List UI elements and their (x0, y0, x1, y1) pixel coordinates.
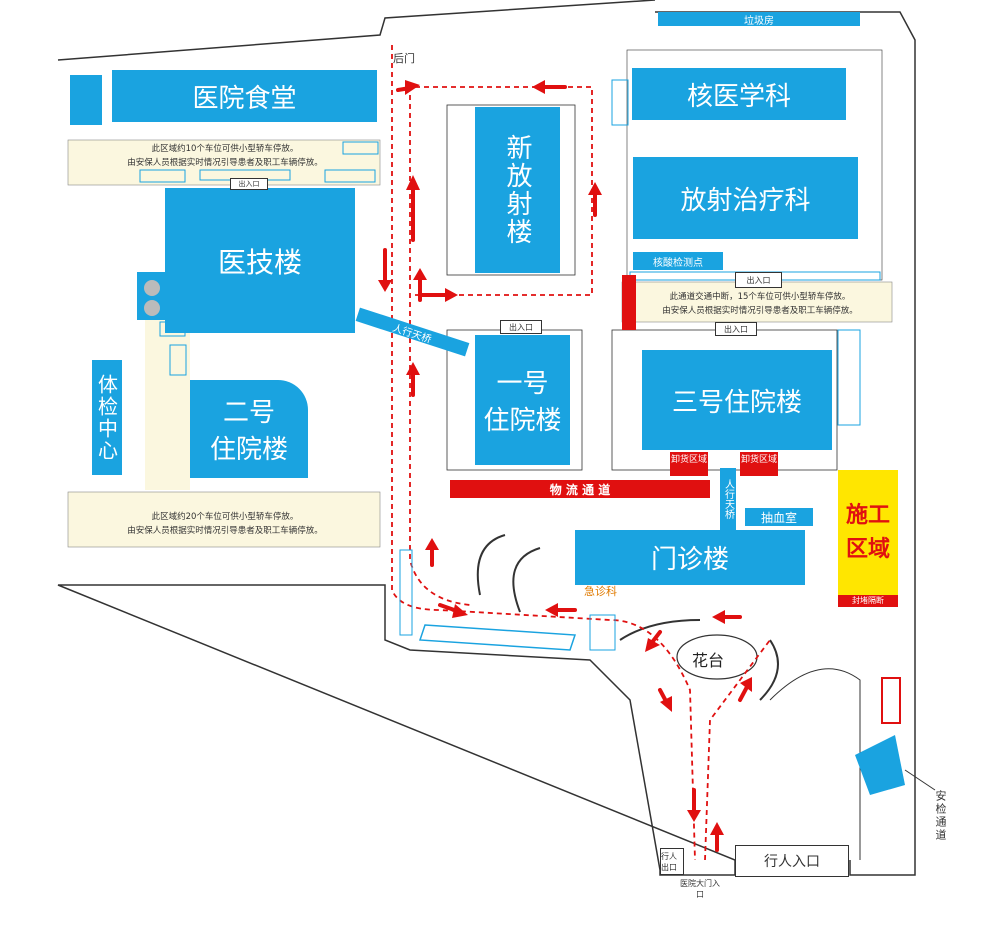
security-channel-lanes (855, 735, 905, 795)
route-main-2 (409, 95, 771, 861)
new-radiology-outline (446, 104, 576, 276)
unloading-1: 卸货区域 (670, 452, 708, 476)
nucleic-acid-test: 核酸检测点 (633, 252, 723, 270)
canteen-side-block (70, 75, 102, 125)
entrance-exit-inpatient1[interactable]: 出入口 (500, 320, 542, 334)
notice-mid-line1: 此通道交通中断，15个车位可供小型轿车停放。 (669, 292, 851, 302)
logistics-channel (450, 480, 710, 498)
notice-bottom: 此区域约20个车位可供小型轿车停放。 由安保人员根据实时情况引导患者及职工车辆停… (75, 510, 375, 538)
entrance-exit-radiotherapy[interactable]: 出入口 (735, 272, 782, 288)
inpatient-2: 二号住院楼 (190, 380, 308, 478)
entrance-exit-inpatient3[interactable]: 出入口 (715, 322, 757, 336)
east-road-line (769, 668, 861, 860)
outpatient-building: 门诊楼 (575, 530, 805, 585)
notice-bottom-line2: 由安保人员根据实时情况引导患者及职工车辆停放。 (127, 526, 323, 536)
pedestrian-entrance[interactable]: 行人入口 (735, 845, 849, 877)
security-ticks (881, 677, 901, 724)
pedestrian-exit[interactable]: 行人出口 (660, 848, 684, 875)
back-gate-label: 后门 (393, 52, 415, 65)
construction-line1: 施工 (845, 502, 890, 528)
security-channel-label: 安检通道 (934, 790, 947, 842)
inpatient-1-line1: 一号 (496, 369, 549, 399)
emergency-label: 急诊科 (584, 585, 617, 598)
security-leader (904, 769, 936, 791)
entrance-exit-medtech[interactable]: 出入口 (230, 178, 268, 190)
notice-top-line1: 此区域约10个车位可供小型轿车停放。 (151, 144, 299, 154)
notice-mid-line2: 由安保人员根据实时情况引导患者及职工车辆停放。 (662, 306, 858, 316)
parking-zone-left (145, 320, 190, 490)
nuclear-medicine: 核医学科 (632, 68, 846, 120)
parking-zone-top (67, 139, 381, 186)
blood-draw-room: 抽血室 (745, 508, 813, 526)
parking-zone-bottom (67, 491, 381, 548)
circle-marker-2 (144, 300, 160, 316)
closed-wall-bar (622, 275, 636, 330)
inpatient-2-line1: 二号 (222, 398, 275, 428)
inpatient-1: 一号住院楼 (475, 335, 570, 465)
bridge-bottom: 人行天桥 (720, 468, 736, 530)
unloading-2: 卸货区域 (740, 452, 778, 476)
radiotherapy: 放射治疗科 (633, 157, 858, 239)
inpatient-3: 三号住院楼 (642, 350, 832, 450)
physical-exam-center: 体检中心 (92, 360, 122, 475)
notice-mid: 此通道交通中断，15个车位可供小型轿车停放。 由安保人员根据实时情况引导患者及职… (630, 290, 890, 318)
flower-bed-label: 花台 (692, 651, 725, 670)
parking-angled-bottom (418, 624, 577, 651)
canteen: 医院食堂 (112, 70, 377, 122)
logistics-label: 物 流 通 道 (549, 483, 611, 497)
circle-marker-1 (144, 280, 160, 296)
notice-top: 此区域约10个车位可供小型轿车停放。 由安保人员根据实时情况引导患者及职工车辆停… (75, 142, 375, 170)
notice-top-line2: 由安保人员根据实时情况引导患者及职工车辆停放。 (127, 158, 323, 168)
curb-line (476, 534, 779, 701)
main-gate-label[interactable]: 医院大门入口 (680, 879, 720, 899)
closed-wall-label: 封堵隔断 (838, 595, 898, 607)
garbage-room: 垃圾房 (658, 12, 860, 27)
route-arrows (378, 80, 752, 852)
construction-line2: 区域 (845, 536, 890, 562)
new-radiology: 新放射楼 (475, 107, 560, 273)
inpatient-1-line2: 住院楼 (483, 406, 562, 436)
inpatient-2-line2: 住院楼 (209, 435, 288, 465)
notice-bottom-line1: 此区域约20个车位可供小型轿车停放。 (151, 512, 299, 522)
medtech-building: 医技楼 (165, 188, 355, 333)
construction-area: 施工 区域 (838, 470, 898, 595)
